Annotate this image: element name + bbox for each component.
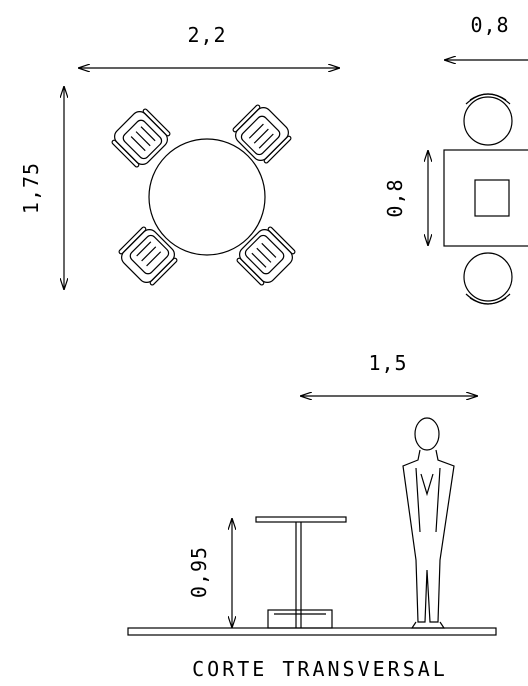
square-table (443, 149, 528, 247)
round-table (148, 138, 266, 256)
dim-label-table-depth: 1,75 (19, 162, 43, 214)
dim-label-clearance: 1,5 (368, 351, 407, 375)
human-figure (402, 417, 455, 629)
table-base (267, 609, 333, 629)
chair-bottom-left (114, 222, 182, 290)
table-top (255, 516, 347, 523)
chair-bottom-right (232, 222, 300, 290)
chair-top-left (107, 104, 175, 172)
chair-top-right (228, 100, 296, 168)
dim-label-table-width: 2,2 (187, 23, 226, 47)
dim-label-side-depth: 0,8 (383, 178, 407, 217)
stool-bottom (463, 252, 513, 302)
section-title: CORTE TRANSVERSAL (192, 657, 448, 681)
dim-label-table-height: 0,95 (187, 546, 211, 598)
floor-slab (127, 627, 497, 636)
cross-section: 1,5 0,95 CORTE TRANSVERSAL (127, 351, 497, 681)
round-table-plan: 2,2 1,75 (19, 23, 340, 290)
square-table-inset (474, 179, 510, 217)
stool-top (463, 96, 513, 146)
dim-label-side-width: 0,8 (470, 13, 509, 37)
square-table-plan: 0,8 0,8 (383, 13, 528, 305)
